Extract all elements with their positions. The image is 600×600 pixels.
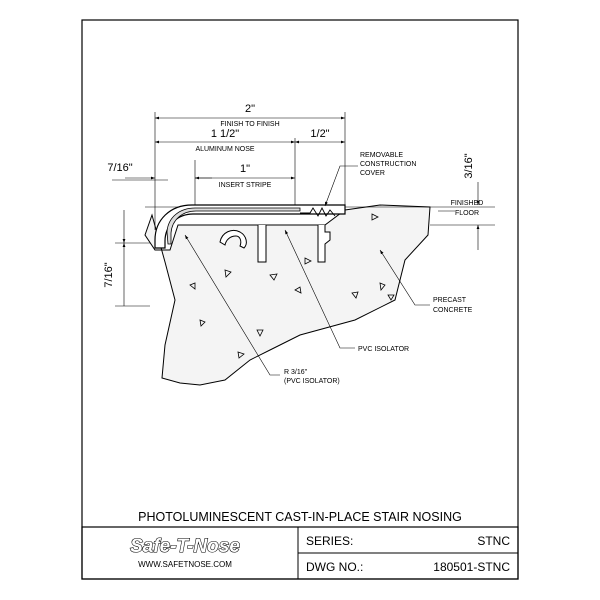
company-logo: Safe-T-Nose — [130, 536, 240, 557]
callout-cover-line1: REMOVABLE — [360, 152, 403, 159]
callout-floor-line2: FLOOR — [455, 210, 479, 217]
series-label: SERIES: — [306, 534, 353, 548]
insert-stripe-channel — [166, 207, 301, 245]
leader-cover — [324, 165, 358, 207]
dim-nose-caption: ALUMINUM NOSE — [195, 146, 254, 153]
construction-cover — [300, 206, 336, 217]
callout-radius-line2: (PVC ISOLATOR) — [284, 378, 340, 385]
dim-depth-label: 7/16" — [103, 262, 115, 287]
aggregate-mark — [224, 269, 232, 278]
aluminum-nose-profile — [154, 204, 346, 263]
drawing-title: PHOTOLUMINESCENT CAST-IN-PLACE STAIR NOS… — [138, 510, 462, 524]
leader-concrete — [379, 249, 430, 306]
aggregate-mark — [189, 282, 196, 290]
title-block — [81, 526, 519, 580]
aggregate-mark — [269, 273, 278, 281]
dimension-lines — [112, 112, 480, 307]
aggregate-mark — [294, 286, 302, 294]
anchor-leg-straight — [257, 225, 267, 263]
dwg-no-label: DWG NO.: — [306, 560, 363, 574]
concrete-outline — [144, 204, 431, 386]
aggregate-mark — [351, 291, 359, 299]
callout-concrete-line1: PRECAST — [433, 297, 467, 304]
aggregate-mark — [256, 329, 264, 337]
company-website: WWW.SAFETNOSE.COM — [138, 560, 232, 569]
callout-concrete-line2: CONCRETE — [433, 307, 473, 314]
aggregate-mark — [199, 319, 206, 327]
callout-cover-line2: CONSTRUCTION — [360, 161, 416, 168]
aggregate-marks — [189, 213, 395, 359]
dim-stripe-label: 1" — [240, 163, 250, 175]
dim-stripe-caption: INSERT STRIPE — [219, 182, 272, 189]
callout-floor-line1: FINISHED — [451, 200, 484, 207]
dim-overall-caption: FINISH TO FINISH — [220, 121, 279, 128]
dim-left-offset-label: 7/16" — [107, 162, 132, 174]
series-value: STNC — [477, 534, 510, 548]
anchor-leg-hook — [317, 225, 331, 263]
callout-leaders — [184, 165, 455, 376]
aggregate-mark — [371, 213, 379, 221]
dim-overall-label: 2" — [245, 103, 255, 115]
dim-height-label: 3/16" — [463, 153, 475, 178]
callout-cover-line3: COVER — [360, 170, 385, 177]
aggregate-mark — [237, 351, 245, 359]
aggregate-mark — [304, 257, 312, 265]
precast-concrete-section — [144, 204, 431, 386]
callout-isolator: PVC ISOLATOR — [358, 346, 409, 353]
aggregate-mark — [379, 282, 386, 291]
dim-nose-label: 1 1/2" — [211, 128, 239, 140]
dwg-no-value: 180501-STNC — [433, 560, 510, 574]
leader-isolator — [284, 229, 355, 349]
anchor-leg-curl — [219, 229, 247, 249]
callout-radius-line1: R 3/16" — [284, 369, 308, 376]
nose-outer-shell — [154, 204, 346, 249]
leader-radius — [184, 234, 280, 376]
dim-right-gap-label: 1/2" — [310, 128, 329, 140]
aggregate-mark — [387, 294, 395, 301]
